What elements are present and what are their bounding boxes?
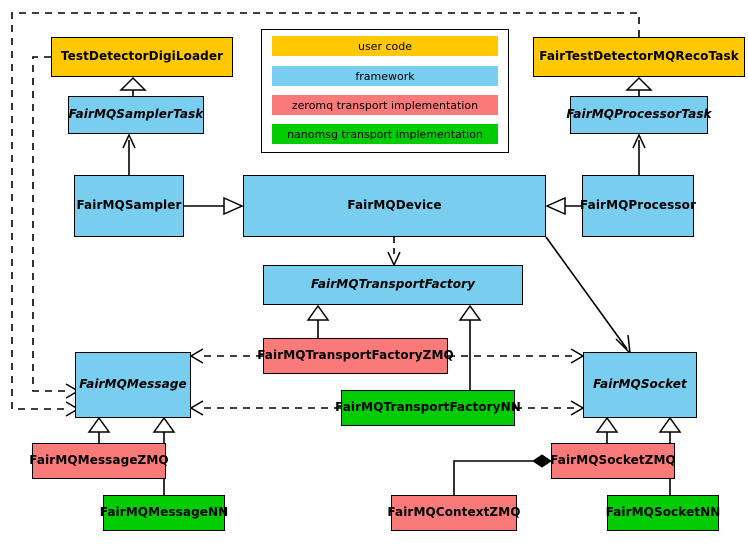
legend-label-zeromq: zeromq transport implementation xyxy=(291,98,479,112)
edge-digiloader-to-message xyxy=(32,56,66,392)
class-node-fairmqsamplertask[interactable]: FairMQSamplerTask xyxy=(68,96,204,134)
legend-label-nanomsg: nanomsg transport implementation xyxy=(287,127,483,141)
edge-tfzmq-message-head xyxy=(189,348,204,364)
edge-tfnn-message-head xyxy=(189,400,204,416)
edge-contextzmq-socketzmq-diamond xyxy=(532,454,552,468)
edge-tfzmq-to-tf-arrow xyxy=(306,304,330,321)
edge-tfnn-socket-head xyxy=(570,400,585,416)
edge-device-transportfactory-head xyxy=(387,251,401,267)
edge-processortask-recotask-arrow xyxy=(625,76,653,91)
edge-messagezmq-to-message-arrow xyxy=(87,416,111,433)
class-node-fairmqmessage[interactable]: FairMQMessage xyxy=(75,352,191,418)
class-node-fairmqmessagenn[interactable]: FairMQMessageNN xyxy=(100,495,228,531)
legend-item-user-code: user code xyxy=(272,36,498,56)
class-node-testdetectordigiloader[interactable]: TestDetectorDigiLoader xyxy=(51,37,233,77)
edge-sampler-samplertask-head xyxy=(122,133,136,149)
class-node-fairmqsampler[interactable]: FairMQSampler xyxy=(74,175,184,237)
class-node-fairmqsocket[interactable]: FairMQSocket xyxy=(583,352,697,418)
edge-processor-processortask-head xyxy=(632,133,646,149)
edge-processor-to-device-arrow xyxy=(545,196,566,216)
class-node-fairmqdevice[interactable]: FairMQDevice xyxy=(243,175,546,237)
edge-tfnn-to-tf-arrow xyxy=(458,304,482,321)
edge-sampler-to-device-arrow xyxy=(223,196,244,216)
class-node-fairmqtransportfactory[interactable]: FairMQTransportFactory xyxy=(263,265,523,305)
class-node-fairmqsocketnn[interactable]: FairMQSocketNN xyxy=(606,495,720,531)
class-node-fairmqprocessortask[interactable]: FairMQProcessorTask xyxy=(566,96,712,134)
legend-label-framework: framework xyxy=(355,69,415,83)
legend-item-zeromq: zeromq transport implementation xyxy=(272,95,498,115)
edge-tfzmq-socket-head xyxy=(570,348,585,364)
edge-messagenn-to-message-arrow xyxy=(152,416,176,433)
class-node-fairmqprocessor[interactable]: FairMQProcessor xyxy=(580,175,696,237)
edge-contextzmq-to-socketzmq xyxy=(453,460,533,495)
edge-device-to-socket xyxy=(545,236,628,350)
class-node-fairtestdetectormqrecotask[interactable]: FairTestDetectorMQRecoTask xyxy=(533,37,745,77)
edge-socketnn-to-socket-arrow xyxy=(658,416,682,433)
class-node-fairmqtransportfactoryzmq[interactable]: FairMQTransportFactoryZMQ xyxy=(257,338,454,374)
class-node-fairmqmessagezmq[interactable]: FairMQMessageZMQ xyxy=(29,443,169,479)
edge-socketzmq-to-socket-arrow xyxy=(595,416,619,433)
class-node-fairmqtransportfactorynn[interactable]: FairMQTransportFactoryNN xyxy=(335,390,521,426)
legend-item-nanomsg: nanomsg transport implementation xyxy=(272,124,498,144)
class-node-fairmqsocketzmq[interactable]: FairMQSocketZMQ xyxy=(550,443,676,479)
edge-samplertask-digiloader-arrow xyxy=(119,76,147,91)
legend-label-user-code: user code xyxy=(357,39,413,53)
class-node-fairmqcontextzmq[interactable]: FairMQContextZMQ xyxy=(387,495,520,531)
legend-item-framework: framework xyxy=(272,66,498,86)
edge-device-socket-head xyxy=(615,334,631,356)
